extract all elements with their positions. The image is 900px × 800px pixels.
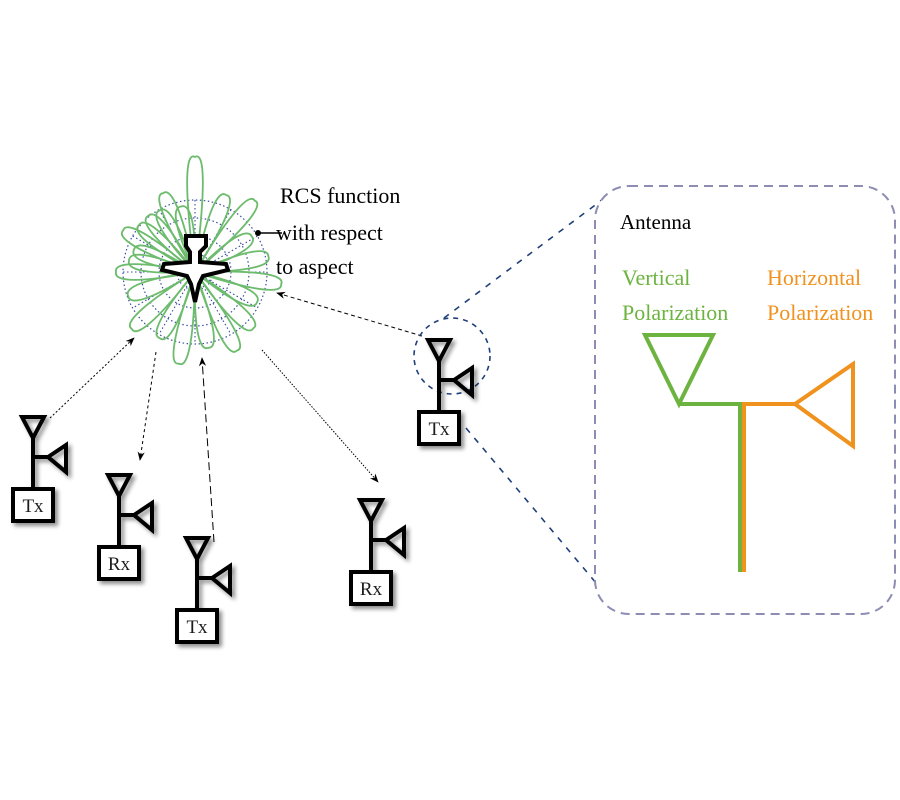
station-rx-right[interactable]: Rx: [349, 498, 406, 606]
signal-path-tx-bottom: [198, 357, 215, 543]
rcs-lobe: [155, 271, 196, 341]
zoom-highlight-circle[interactable]: [413, 317, 491, 395]
signal-path-rx-right: [261, 349, 379, 483]
rcs-lobe: [155, 208, 196, 273]
antenna-detail-panel: Antenna Vertical Polarization Horizontal…: [594, 185, 896, 615]
antenna-icon: [356, 498, 406, 572]
horizontal-label-line-1: Horizontal: [767, 265, 861, 290]
rcs-lobe: [194, 271, 259, 307]
vertical-label-line-1: Vertical: [622, 265, 690, 290]
antenna-icon: [424, 338, 474, 412]
rcs-label-line-1: RCS function: [280, 183, 400, 208]
zoom-connector-bottom: [465, 427, 613, 603]
transmitter-box: [11, 487, 55, 523]
antenna-panel-title: Antenna: [620, 210, 692, 234]
aircraft-icon: [159, 234, 231, 303]
station-rx-left[interactable]: Rx: [97, 473, 154, 581]
transmitter-box: [417, 410, 461, 446]
rcs-leader-line: [255, 230, 282, 236]
zoom-connectors: [413, 193, 613, 603]
rcs-lobe: [120, 226, 196, 273]
vertical-polarization-label: Vertical Polarization: [622, 265, 728, 325]
rcs-function-label: RCS function with respect to aspect: [276, 183, 406, 279]
receiver-label: Rx: [108, 554, 131, 575]
polar-grid-ring: [122, 199, 268, 345]
rcs-lobe: [129, 271, 196, 333]
transmitter-label: Tx: [428, 419, 450, 440]
rcs-lobe: [194, 198, 259, 273]
rcs-label-line-2: with respect: [276, 220, 383, 245]
station-tx-bottom[interactable]: Tx: [175, 536, 232, 644]
transmitter-label: Tx: [22, 496, 44, 517]
vertical-label-line-2: Polarization: [622, 300, 728, 325]
signal-paths: [49, 291, 423, 543]
signal-path-tx-left: [49, 337, 135, 419]
rcs-lobe: [194, 250, 270, 273]
rcs-label-line-3: to aspect: [276, 254, 354, 279]
horizontal-polarization-label: Horizontal Polarization: [767, 265, 873, 325]
transmitter-label: Tx: [186, 617, 208, 638]
signal-path-rx-left: [137, 351, 157, 461]
rcs-lobe: [193, 271, 215, 350]
receiver-box: [349, 570, 393, 606]
receiver-box: [97, 545, 141, 581]
station-tx-highlighted[interactable]: Tx: [417, 338, 474, 446]
rcs-lobe: [172, 271, 196, 366]
antenna-icon: [182, 536, 232, 610]
antenna-icon: [104, 473, 154, 547]
rcs-lobe: [194, 193, 231, 273]
transmitter-box: [175, 608, 219, 644]
zoom-connector-top: [443, 193, 611, 319]
antenna-icon: [18, 415, 68, 489]
rcs-lobes: [115, 155, 283, 366]
vertical-polarization-antenna-icon: [641, 333, 742, 572]
horizontal-polarization-antenna-icon: [742, 360, 855, 572]
rcs-lobe: [194, 271, 242, 353]
horizontal-label-line-2: Polarization: [767, 300, 873, 325]
station-tx-left[interactable]: Tx: [11, 415, 68, 523]
signal-path-tx-highlighted: [276, 291, 423, 337]
rcs-pattern: [115, 155, 283, 366]
receiver-label: Rx: [360, 579, 383, 600]
rcs-lobe: [128, 253, 196, 274]
antenna-panel-border: [594, 185, 896, 615]
